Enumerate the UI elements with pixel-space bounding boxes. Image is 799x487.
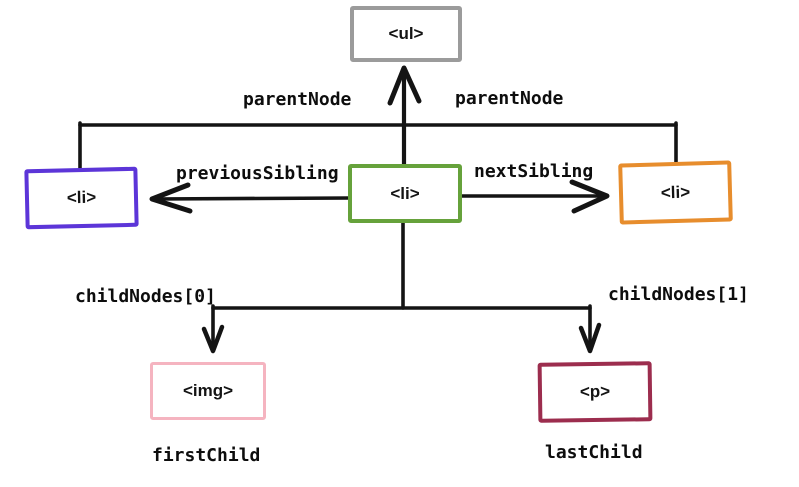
child1-arrow-head <box>578 322 602 354</box>
child0-arrow-head <box>201 324 225 354</box>
node-box-p: <p> <box>537 361 653 423</box>
edge-label-previous-sibling: previousSibling <box>176 163 339 184</box>
node-label-li-current: <li> <box>390 183 420 203</box>
edge-label-parentnode-left: parentNode <box>243 89 352 110</box>
node-box-li-next: <li> <box>618 160 733 225</box>
previous-sibling-arrow-head <box>149 182 193 214</box>
next-sibling-arrow-head <box>569 179 610 214</box>
node-box-li-previous: <li> <box>24 166 139 230</box>
edge-label-childnodes-1: childNodes[1] <box>608 284 749 305</box>
node-label-p: <p> <box>579 381 611 402</box>
node-label-li-next: <li> <box>660 182 691 202</box>
node-label-img: <img> <box>182 381 234 400</box>
node-box-ul: <ul> <box>350 6 462 62</box>
node-box-li-current: <li> <box>348 164 462 223</box>
node-label-li-previous: <li> <box>66 187 97 208</box>
node-box-img: <img> <box>150 362 266 420</box>
edge-label-childnodes-0: childNodes[0] <box>75 286 216 307</box>
edge-label-parentnode-right: parentNode <box>455 88 564 109</box>
edge-label-next-sibling: nextSibling <box>474 161 594 182</box>
parent-arrow-head <box>387 65 422 106</box>
edge-label-last-child: lastChild <box>545 442 643 463</box>
previous-sibling-arrow-shaft <box>152 196 352 201</box>
edge-label-first-child: firstChild <box>152 445 261 466</box>
node-label-ul: <ul> <box>388 24 424 43</box>
